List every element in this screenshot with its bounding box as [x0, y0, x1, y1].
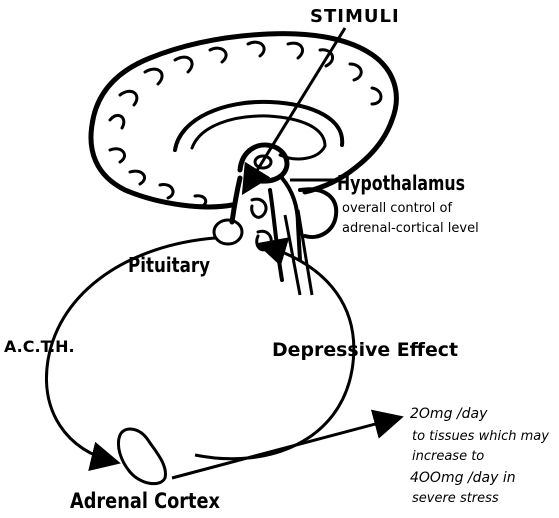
- corpus-callosum-inner: [192, 116, 325, 159]
- acth-label: A.C.T.H.: [4, 337, 75, 356]
- output-arrow: [172, 418, 398, 478]
- output-note-line5: severe stress: [412, 491, 499, 506]
- hypothalamus-note-line1: overall control of: [342, 201, 452, 216]
- stimuli-label: STIMULI: [310, 6, 400, 27]
- corpus-callosum: [175, 102, 342, 150]
- hypothalamus-note-line2: adrenal-cortical level: [342, 221, 479, 236]
- stimuli-arrow: [245, 28, 345, 190]
- output-note-line1: 2Omg /day: [410, 406, 488, 422]
- brain-illustration: [91, 34, 396, 280]
- pituitary-label: Pituitary: [128, 253, 210, 277]
- cerebellum: [300, 189, 336, 237]
- adrenal-cortex-label: Adrenal Cortex: [70, 489, 220, 513]
- output-note: 2Omg /day to tissues which may increase …: [410, 406, 549, 506]
- output-note-line2: to tissues which may: [412, 429, 549, 444]
- pituitary-gland: [214, 220, 242, 244]
- midbrain-detail: [252, 199, 272, 250]
- output-note-line3: increase to: [412, 449, 484, 464]
- infundibulum: [232, 178, 240, 222]
- depressive-effect-label: Depressive Effect: [272, 339, 458, 361]
- adrenal-gland: [118, 429, 165, 484]
- thalamus: [240, 145, 287, 181]
- output-note-line4: 4OOmg /day in: [410, 470, 516, 486]
- hypothalamus-label: Hypothalamus: [337, 171, 465, 195]
